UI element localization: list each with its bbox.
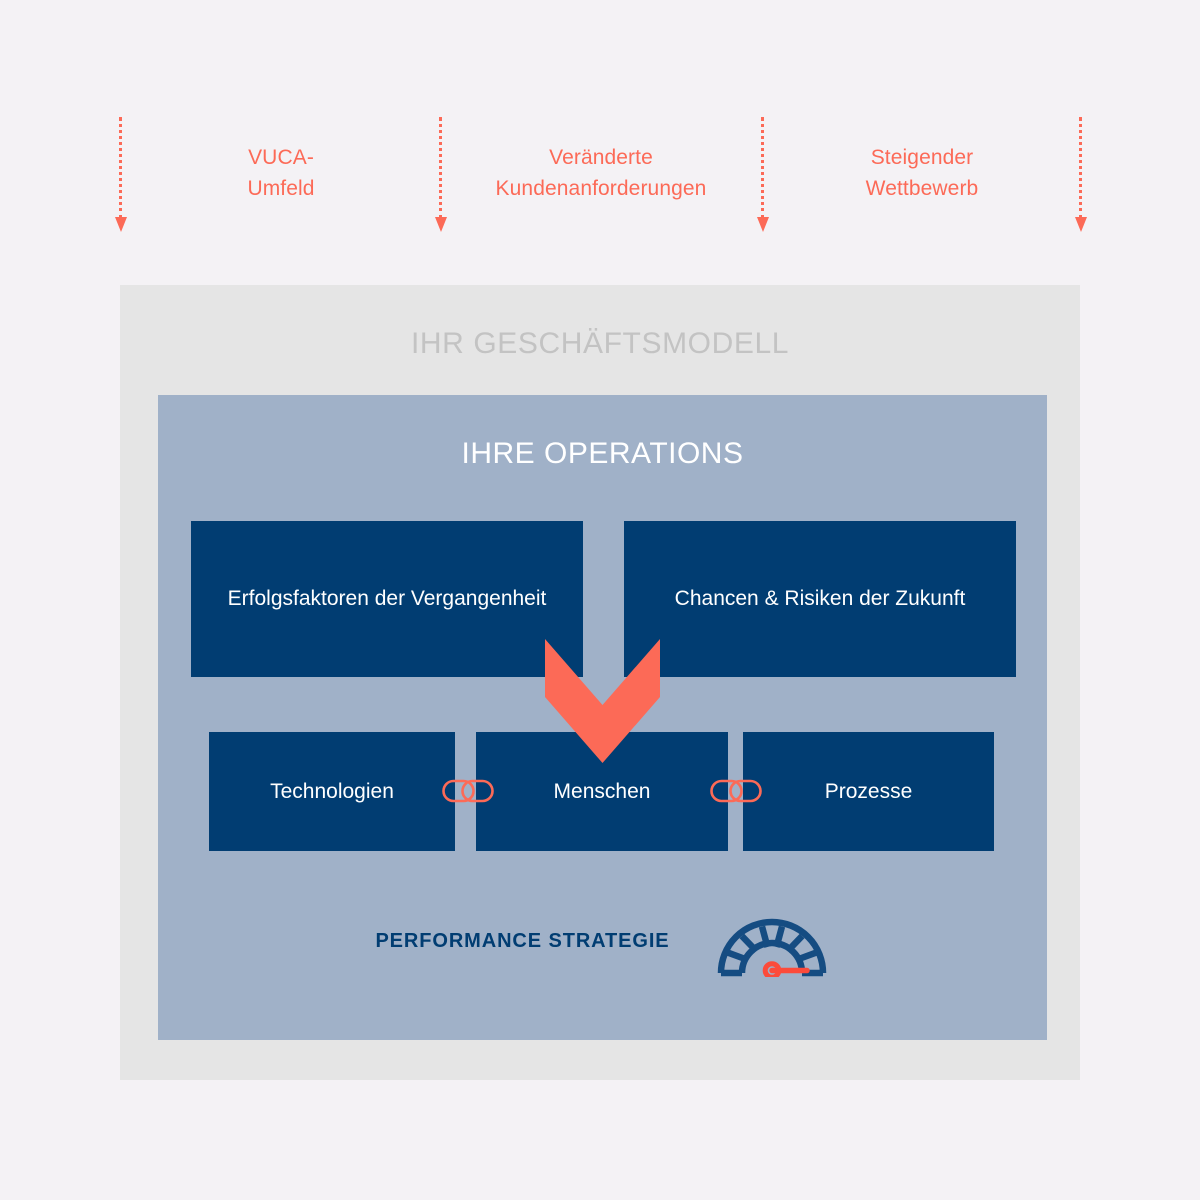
card-label: Prozesse (824, 779, 913, 803)
business-model-container: IHR GESCHÄFTSMODELL IHRE OPERATIONS Erfo… (120, 285, 1080, 1080)
arrow-head-icon (115, 217, 127, 232)
pressure-label-vuca-line2: Umfeld (247, 177, 315, 200)
business-model-title: IHR GESCHÄFTSMODELL (410, 327, 790, 360)
card-label: Erfolgsfaktoren der Vergangenheit (227, 587, 547, 610)
card-prozesse[interactable]: Prozesse (743, 732, 994, 851)
arrow-head-icon (1075, 217, 1087, 232)
pressure-label-wettbewerb-line1: Steigender (870, 146, 974, 169)
card-chancen-risiken-zukunft[interactable]: Chancen & Risiken der Zukunft (624, 521, 1016, 677)
card-technologien[interactable]: Technologien (209, 732, 455, 851)
dotted-line (1079, 117, 1082, 219)
gauge-needle (762, 961, 810, 977)
performance-strategy-label: PERFORMANCE STRATEGIE (375, 929, 670, 952)
pressure-label-vuca: VUCA- Umfeld (161, 142, 401, 204)
card-label: Technologien (270, 779, 394, 803)
pressure-arrow-4 (1075, 117, 1087, 239)
pressure-label-wettbewerb: Steigender Wettbewerb (802, 142, 1042, 204)
dotted-line (119, 117, 122, 219)
arrow-head-icon (435, 217, 447, 232)
card-label: Menschen (553, 779, 651, 803)
arrow-head-icon (757, 217, 769, 232)
operations-title: IHRE OPERATIONS (461, 437, 744, 470)
pressure-arrow-3 (757, 117, 769, 239)
pressure-label-vuca-line1: VUCA- (248, 146, 314, 169)
pressure-label-kundenanforderungen: Veränderte Kundenanforderungen (451, 142, 751, 204)
chain-link-icon (442, 779, 494, 803)
card-label: Chancen & Risiken der Zukunft (674, 587, 966, 610)
operations-panel: IHRE OPERATIONS Erfolgsfaktoren der Verg… (158, 395, 1047, 1040)
card-erfolgsfaktoren-vergangenheit[interactable]: Erfolgsfaktoren der Vergangenheit (191, 521, 583, 677)
pressure-label-kundenanforderungen-line1: Veränderte (549, 146, 653, 169)
pressure-label-kundenanforderungen-line2: Kundenanforderungen (495, 177, 707, 200)
gauge-speedometer-icon (717, 918, 826, 977)
pressure-arrow-2 (435, 117, 447, 239)
chain-link-icon (710, 779, 762, 803)
chevron-down-arrow-icon (545, 639, 660, 763)
performance-strategy-row: PERFORMANCE STRATEGIE (158, 905, 1047, 977)
dotted-line (761, 117, 764, 219)
pressure-label-wettbewerb-line2: Wettbewerb (865, 177, 979, 200)
pressure-arrow-1 (115, 117, 127, 239)
dotted-line (439, 117, 442, 219)
